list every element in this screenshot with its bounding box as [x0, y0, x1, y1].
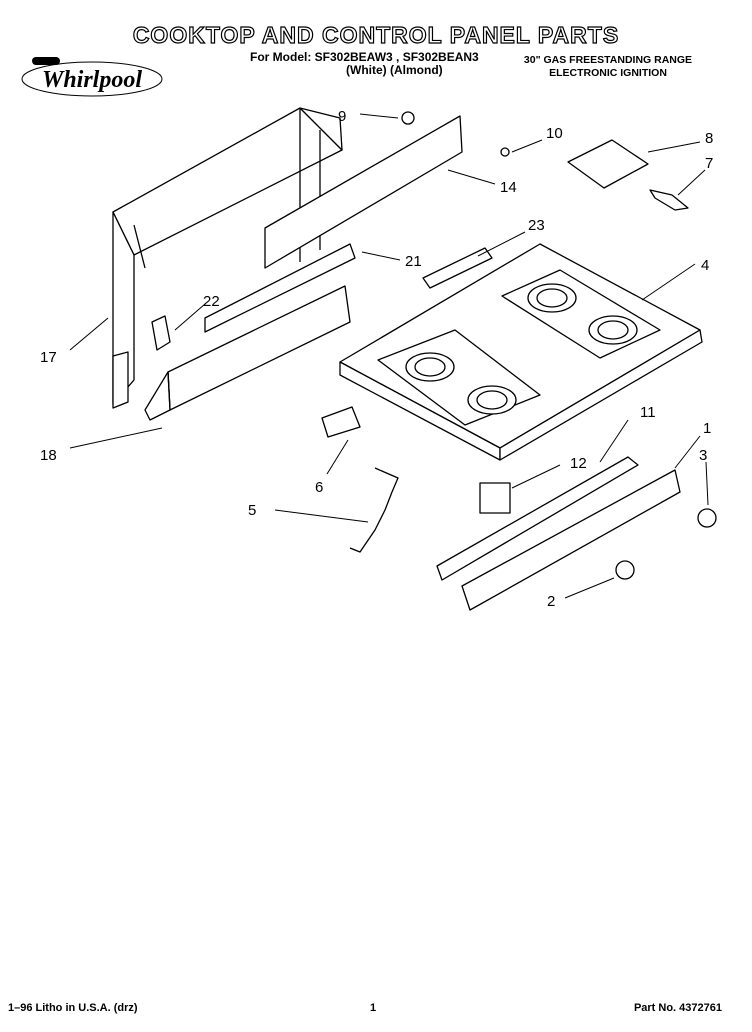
- callout-5: 5: [248, 502, 256, 519]
- whirlpool-logo: Whirlpool: [21, 57, 163, 97]
- brand-name: Whirlpool: [42, 67, 142, 93]
- range-type: 30" GAS FREESTANDING RANGE: [523, 54, 693, 66]
- callout-labels: 9 10 8 7 14 23 4 21 22 17 18 6 11 1 12 3…: [40, 108, 713, 610]
- wing-nut: [401, 111, 415, 125]
- knob-part: [697, 508, 717, 528]
- callout-7: 7: [705, 155, 713, 172]
- litho-note: 1–96 Litho in U.S.A. (drz): [8, 1002, 138, 1014]
- callout-17: 17: [40, 349, 57, 366]
- flame-spreader: [649, 189, 689, 211]
- callout-4: 4: [701, 257, 709, 274]
- screw-part: [500, 147, 510, 157]
- range-description: 30" GAS FREESTANDING RANGE ELECTRONIC IG…: [498, 54, 718, 80]
- ignition-type: ELECTRONIC IGNITION: [549, 67, 667, 79]
- callout-6: 6: [315, 479, 323, 496]
- valve-manifold-part: [461, 469, 681, 611]
- callout-18: 18: [40, 447, 57, 464]
- trim-strip: [204, 243, 356, 333]
- callout-14: 14: [500, 179, 517, 196]
- ignition-switch: [479, 482, 511, 514]
- control-panel-overlay: [264, 115, 463, 269]
- part-number: Part No. 4372761: [633, 1002, 722, 1014]
- callout-9: 9: [338, 108, 346, 125]
- callout-10: 10: [546, 125, 563, 142]
- control-panel-part: [436, 456, 639, 581]
- page-number: 1: [370, 1002, 377, 1014]
- cooktop-part: [339, 243, 703, 461]
- model-line: For Model: SF302BEAW3 , SF302BEAN3: [250, 50, 479, 64]
- callout-23: 23: [528, 217, 545, 234]
- vent-grille: [422, 247, 493, 289]
- callout-11: 11: [640, 404, 656, 421]
- leader-lines: [69, 113, 709, 599]
- clip-part: [151, 315, 171, 351]
- callout-3: 3: [699, 447, 707, 464]
- callout-8: 8: [705, 130, 713, 147]
- ignitor-wire: [349, 467, 399, 553]
- callout-21: 21: [405, 253, 422, 270]
- color-line: (White) (Almond): [346, 63, 443, 77]
- callout-2: 2: [547, 593, 555, 610]
- burner-grate: [567, 139, 649, 189]
- callout-22: 22: [203, 293, 220, 310]
- callout-12: 12: [570, 455, 587, 472]
- page-title: COOKTOP AND CONTROL PANEL PARTS: [132, 21, 620, 48]
- callout-1: 1: [703, 420, 711, 437]
- knob-part: [615, 560, 635, 580]
- bracket-part: [321, 406, 361, 438]
- manifold-panel-part: [144, 285, 351, 421]
